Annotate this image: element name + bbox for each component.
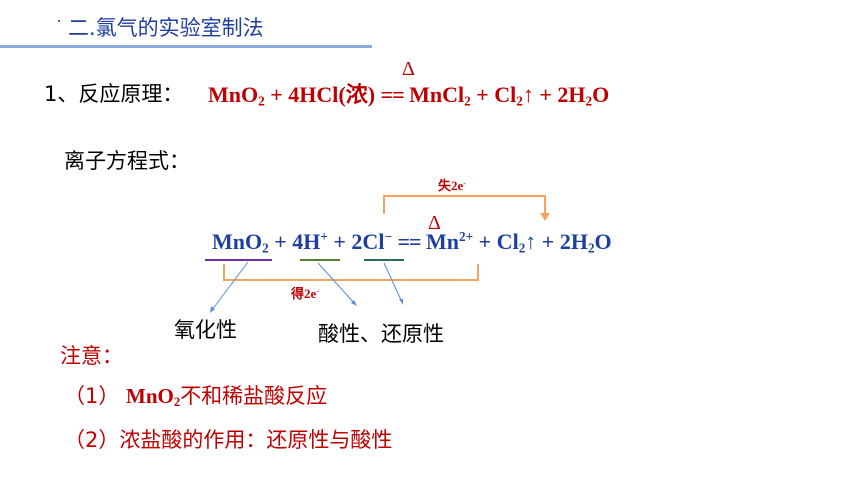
ion-o: O <box>594 229 612 254</box>
eq-o: O <box>592 82 610 107</box>
ion-h-sup: + <box>320 229 328 245</box>
eq-sign: == <box>380 82 405 107</box>
eq-mncl-sub: 2 <box>464 93 471 109</box>
ionic-equation: MnO2 + 4H+ + 2Cl− == Mn2+ + Cl2↑ + 2H2O <box>212 229 612 255</box>
note-item-1-prefix: （1） <box>64 384 127 408</box>
gain-electron-bracket <box>223 264 479 281</box>
ion-cl2: + Cl <box>473 229 519 254</box>
note-item-1-text: 不和稀盐酸反应 <box>180 384 328 408</box>
lose-electron-text: 失2e <box>438 178 464 193</box>
ion-mno2: MnO <box>212 229 263 254</box>
note-item-1-sub: 2 <box>173 395 181 410</box>
ion-water: ↑ + 2H <box>525 229 588 254</box>
eq-mno2-sub: 2 <box>258 93 265 109</box>
annotation-oxidizing: 氧化性 <box>174 318 237 342</box>
lose-electron-bracket <box>383 195 546 215</box>
eq-mncl: MnCl <box>403 82 465 107</box>
ionic-heat-symbol: Δ <box>428 212 441 234</box>
ion-water-sub: 2 <box>587 240 595 256</box>
lose-electron-arrowhead <box>540 213 550 221</box>
ion-cl-sup: − <box>384 229 392 245</box>
pointer-reducing <box>383 262 403 303</box>
ion-cl2-sub: 2 <box>518 240 526 256</box>
lose-electron-label: 失2e- <box>438 175 466 194</box>
eq-mno2: MnO <box>208 82 259 107</box>
notes-title: 注意： <box>60 344 123 368</box>
ionic-label: 离子方程式： <box>64 149 190 173</box>
eq-hcl: + 4HCl(浓) <box>264 82 381 107</box>
pointer-reducing-head <box>399 299 403 305</box>
annotation-acid-reducing: 酸性、还原性 <box>318 322 444 346</box>
ion-mn: Mn <box>420 229 460 254</box>
ion-cl: + 2Cl <box>327 229 385 254</box>
pointer-oxidizing <box>211 261 249 311</box>
reaction-heat-symbol: Δ <box>402 58 415 80</box>
note-item-2: （2）浓盐酸的作用：还原性与酸性 <box>64 428 393 452</box>
pointer-acid <box>317 262 356 305</box>
lose-electron-sup: - <box>463 178 466 188</box>
gain-electron-text: 得2e <box>291 286 317 301</box>
gain-electron-sup: - <box>316 286 319 296</box>
header-tick <box>58 20 60 22</box>
slide-title: 二.氯气的实验室制法 <box>68 16 264 40</box>
header-underline <box>0 45 372 48</box>
note-item-1: （1） MnO2不和稀盐酸反应 <box>64 380 327 410</box>
reaction-label: 1、反应原理： <box>44 82 184 106</box>
gain-electron-label: 得2e- <box>291 283 319 302</box>
note-item-1-mno: MnO <box>126 384 174 408</box>
ion-h: + 4H <box>268 229 321 254</box>
eq-cl: + Cl <box>470 82 517 107</box>
ion-eq-sign: == <box>397 229 421 254</box>
eq-water: ↑ + 2H <box>522 82 586 107</box>
ion-mno2-sub: 2 <box>262 240 269 256</box>
eq-cl-sub: 2 <box>516 93 523 109</box>
eq-water-sub: 2 <box>585 93 593 109</box>
reaction-equation: MnO2 + 4HCl(浓) == MnCl2 + Cl2↑ + 2H2O <box>208 77 609 109</box>
pointer-acid-head <box>351 300 357 306</box>
pointer-oxidizing-head <box>210 306 215 313</box>
slide-header: 二.氯气的实验室制法 <box>0 0 860 50</box>
ion-mn-sup: 2+ <box>459 229 474 245</box>
